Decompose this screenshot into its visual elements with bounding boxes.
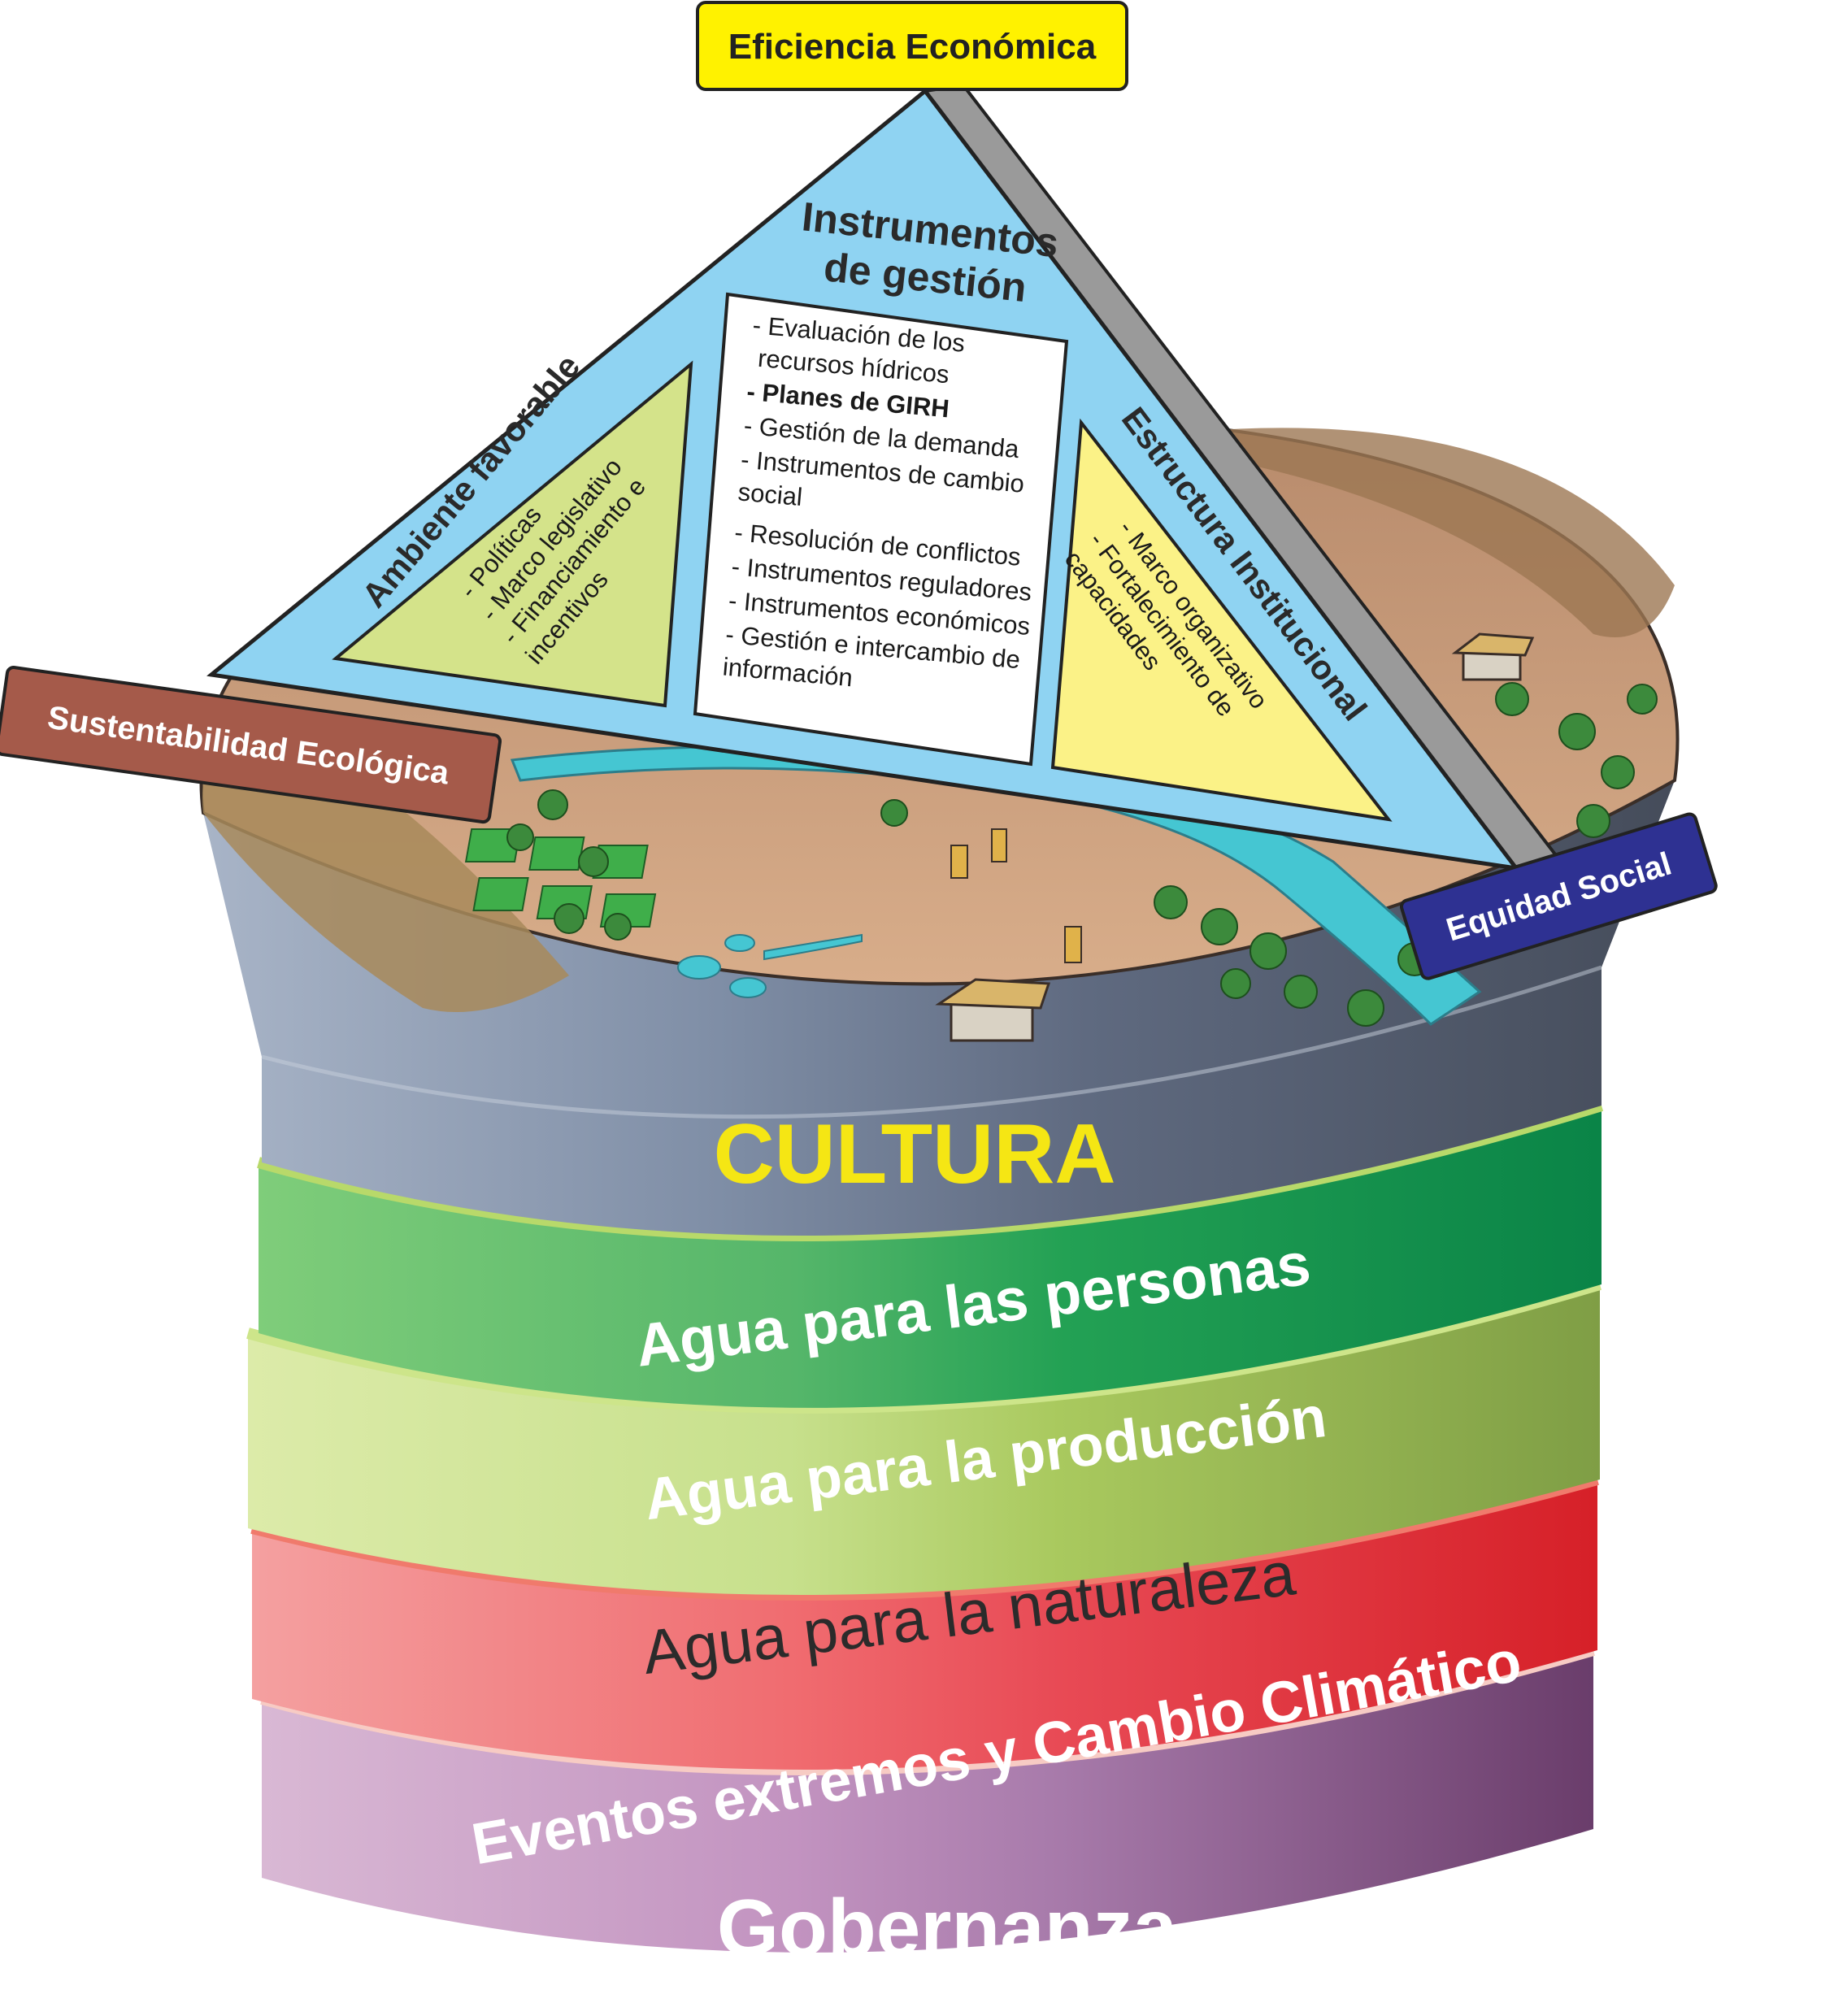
- people-icon: [950, 828, 1082, 963]
- layer-cultura-label: CULTURA: [714, 1107, 1116, 1201]
- right-panel: [1050, 418, 1393, 822]
- layer-gobernanza-label: Gobernanza: [717, 1883, 1179, 1972]
- tree-icon: [506, 682, 1658, 1027]
- tag-eficiencia: Eficiencia Económica: [696, 1, 1128, 91]
- house-icon: [1451, 632, 1535, 681]
- left-panel: [332, 360, 693, 708]
- house-icon: [935, 978, 1051, 1042]
- layer-cultura: [203, 780, 1675, 1236]
- center-box-item: social: [737, 477, 803, 511]
- center-box: [693, 292, 1069, 767]
- management-triangle: [206, 88, 1521, 871]
- tag-eficiencia-label: Eficiencia Económica: [728, 27, 1097, 67]
